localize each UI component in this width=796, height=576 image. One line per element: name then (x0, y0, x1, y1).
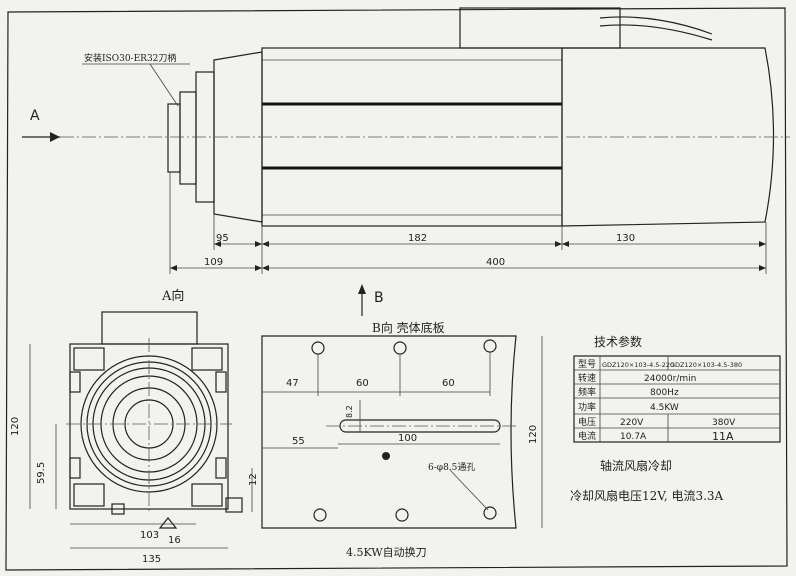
dim-55: 55 (292, 436, 305, 447)
dim-front-12: 12 (248, 473, 259, 486)
fan-title: 轴流风扇冷却 (600, 458, 672, 473)
view-b-base-plate: B B向 壳体底板 47 60 60 8.2 55 100 120 6-φ8.5… (261, 284, 543, 529)
sheet-border (5, 7, 788, 571)
spec-label-current: 电流 (578, 430, 596, 442)
dim-47: 47 (286, 378, 299, 389)
dim-front-103: 103 (140, 530, 159, 541)
spec-label-power: 功率 (578, 401, 596, 413)
dim-95: 95 (216, 233, 229, 244)
dim-front-16: 16 (168, 535, 181, 546)
spec-title: 技术参数 (594, 334, 642, 349)
view-arrow-a-label: A (30, 108, 40, 124)
mount-hole (393, 341, 407, 355)
mount-hole (395, 508, 409, 522)
spindle-side-view: A 安装ISO30-ER32刀柄 95 182 130 109 400 (22, 7, 790, 274)
er32-collet (167, 103, 181, 173)
cable-box-front (101, 311, 198, 345)
center-hole (382, 452, 390, 460)
fan-cover (561, 47, 775, 227)
footer-caption: 4.5KW自动换刀 (346, 545, 427, 559)
dim-slot: 8.2 (345, 405, 354, 418)
mount-lug (225, 497, 243, 513)
cable-box (459, 7, 621, 49)
spec-speed: 24000r/min (644, 374, 696, 384)
spec-current-220: 10.7A (620, 432, 647, 442)
spec-model-380: GDZ120×103-4.5-380 (670, 361, 742, 369)
holder-note: 安装ISO30-ER32刀柄 (84, 52, 176, 64)
dim-109: 109 (204, 257, 223, 268)
spec-power: 4.5KW (650, 403, 679, 413)
dim-front-135: 135 (142, 554, 161, 565)
dim-front-59-5: 59.5 (36, 462, 47, 484)
spec-label-model: 型号 (578, 359, 596, 370)
spec-voltage-220: 220V (620, 418, 644, 428)
dim-400: 400 (486, 257, 505, 268)
view-a-front: A向 120 59.5 12 103 16 135 (10, 288, 259, 565)
mount-hole (483, 339, 497, 353)
mount-hole (483, 506, 497, 520)
view-b-title: B向 壳体底板 (372, 320, 445, 335)
power-cable (599, 16, 713, 35)
spec-label-speed: 转速 (578, 372, 596, 384)
dim-b-120: 120 (528, 425, 539, 444)
dim-60-a: 60 (356, 378, 369, 389)
spec-current-380: 11A (712, 430, 734, 443)
spec-model-220: GDZ120×103-4.5-220 (602, 361, 674, 369)
mount-hole (311, 341, 325, 355)
view-a-title: A向 (161, 288, 184, 304)
dim-60-b: 60 (442, 378, 455, 389)
spec-table: 技术参数 型号 GDZ120×103-4.5-220 GDZ120×103-4.… (573, 334, 781, 443)
dim-100: 100 (398, 433, 417, 444)
tool-holder (179, 91, 197, 185)
spec-label-voltage: 电压 (578, 416, 596, 428)
dim-front-120: 120 (10, 417, 21, 436)
spec-label-frequency: 频率 (578, 386, 596, 398)
holes-note: 6-φ8.5通孔 (428, 462, 475, 473)
view-arrow-b-label: B (374, 290, 384, 306)
base-plate (261, 335, 517, 529)
dim-130: 130 (616, 233, 635, 244)
dim-182: 182 (408, 233, 427, 244)
spec-frequency: 800Hz (650, 388, 679, 398)
spec-voltage-380: 380V (712, 418, 736, 428)
fan-note: 冷却风扇电压12V, 电流3.3A (570, 488, 724, 503)
mount-hole (313, 508, 327, 522)
